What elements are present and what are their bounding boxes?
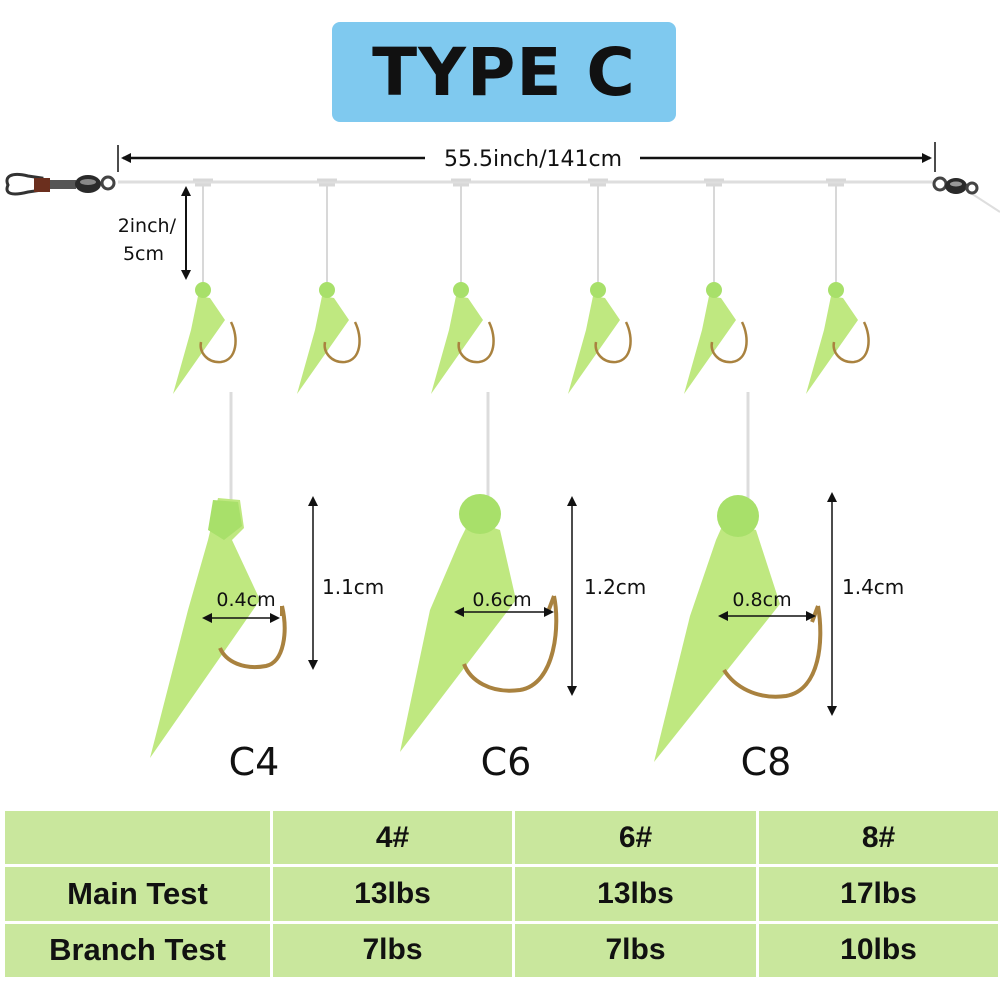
table-header-cell: 8# [756, 807, 1000, 868]
c8-width-label: 0.8cm [732, 589, 791, 611]
c6-height-label: 1.2cm [584, 575, 646, 599]
table-header-cell: 6# [512, 807, 759, 868]
page-title: TYPE C [372, 33, 636, 111]
table-row: Main Test 13lbs 13lbs 17lbs [2, 864, 1000, 924]
table-header-row: 4# 6# 8# [2, 807, 1000, 868]
title-badge: TYPE C [332, 22, 676, 122]
c4-name: C4 [229, 740, 280, 784]
small-hook-1 [173, 178, 237, 394]
small-hook-5 [684, 178, 748, 394]
rig-illustration: 55.5inch/141cm 2inch/ 5cm [5, 142, 1000, 784]
table-cell: 17lbs [756, 864, 1000, 924]
c6-name: C6 [481, 740, 532, 784]
table-header-cell [2, 807, 273, 868]
c8-height-label: 1.4cm [842, 575, 904, 599]
small-hook-2 [297, 178, 361, 394]
c4-height-label: 1.1cm [322, 575, 384, 599]
row-label: Branch Test [2, 920, 273, 981]
small-hook-6 [806, 178, 870, 394]
branch-length-label-line1: 2inch/ [118, 215, 177, 237]
table-cell: 13lbs [270, 864, 515, 924]
hook-c6 [400, 392, 559, 752]
c4-width-label: 0.4cm [216, 589, 275, 611]
table-row: Branch Test 7lbs 7lbs 10lbs [2, 920, 1000, 981]
total-length-label: 55.5inch/141cm [444, 147, 622, 172]
spec-table: 4# 6# 8# Main Test 13lbs 13lbs 17lbs Bra… [2, 807, 1000, 981]
c6-width-label: 0.6cm [472, 589, 531, 611]
c8-name: C8 [741, 740, 792, 784]
branch-length-label-line2: 5cm [123, 243, 164, 265]
table-cell: 13lbs [512, 864, 759, 924]
row-label: Main Test [2, 864, 273, 924]
small-hook-4 [568, 178, 632, 394]
hook-c8 [654, 392, 823, 762]
table-cell: 7lbs [512, 920, 759, 981]
table-cell: 7lbs [270, 920, 515, 981]
table-header-cell: 4# [270, 807, 515, 868]
table-cell: 10lbs [756, 920, 1000, 981]
small-hook-3 [431, 178, 495, 394]
swivel-right [932, 176, 979, 195]
hook-c4 [150, 392, 287, 758]
snap-swivel-left [5, 172, 116, 196]
